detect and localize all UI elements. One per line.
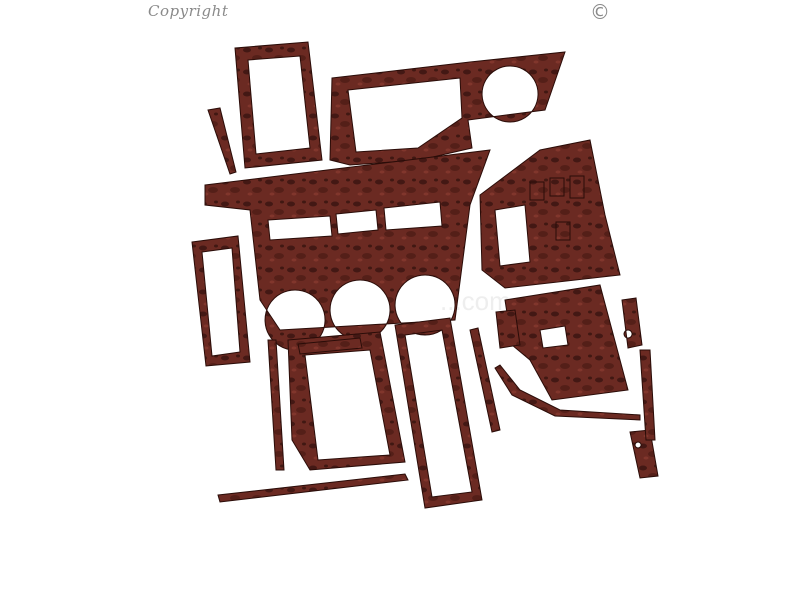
trim-piece-top-left-frame [234,41,323,169]
trim-piece-switch-4 [555,221,571,241]
trim-piece-switch-1 [529,181,545,201]
trim-piece-small-tab [297,337,363,355]
trim-piece-right-post-upper [621,297,643,349]
trim-piece-left-side-strip [267,339,285,471]
copyright-text: Copyright [148,2,229,20]
trim-piece-left-vent [191,235,251,367]
trim-piece-thin-strip-left [207,107,237,175]
trim-piece-bottom-strip [217,473,409,503]
trim-piece-right-thin-strip [639,349,656,441]
copyright-symbol: © [590,0,610,24]
trim-piece-right-post-lower [629,429,659,479]
trim-piece-switch-3 [569,175,585,199]
trim-piece-instrument-bezel [329,51,566,166]
trim-piece-glovebox-strip [494,364,641,421]
trim-piece-switch-2 [549,177,565,197]
trim-piece-console-side-strip [469,327,501,433]
trim-piece-tall-strip [394,317,483,509]
trim-piece-right-upper-panel [479,139,621,289]
trim-piece-glovebox-panel [504,284,629,401]
trim-piece-gear-surround [287,331,406,471]
trim-piece-small-insert [495,309,521,349]
